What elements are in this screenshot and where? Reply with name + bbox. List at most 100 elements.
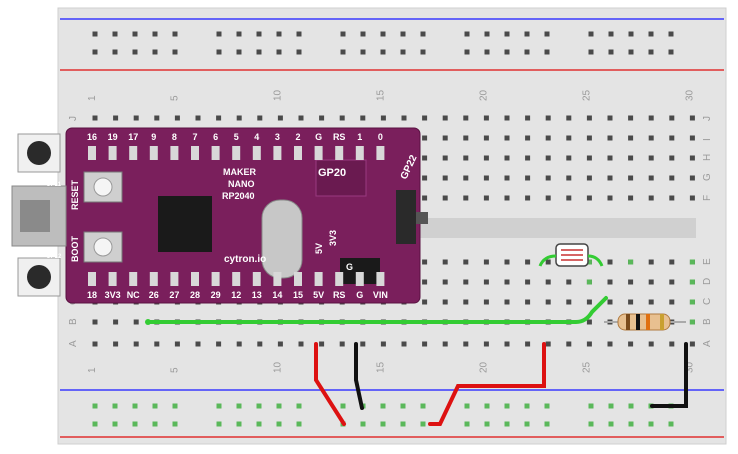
breadboard-hole — [442, 135, 448, 141]
row-letter: C — [702, 298, 713, 305]
connected-hole — [689, 319, 695, 325]
breadboard-hole — [463, 341, 469, 347]
green-wire — [146, 296, 608, 324]
pin-label: 29 — [211, 290, 221, 300]
breadboard-hole — [525, 259, 531, 265]
breadboard-hole — [195, 115, 201, 121]
breadboard-hole — [545, 115, 551, 121]
rail-hole — [524, 403, 530, 409]
slide-switch[interactable] — [396, 190, 416, 244]
row-letter: I — [702, 138, 713, 141]
breadboard-hole — [586, 319, 592, 325]
breadboard-hole — [133, 341, 139, 347]
breadboard-hole — [669, 279, 675, 285]
rail-hole — [628, 403, 634, 409]
row-letter: F — [702, 195, 713, 201]
breadboard-hole — [442, 195, 448, 201]
breadboard-hole — [566, 135, 572, 141]
wire-end-dot — [145, 319, 151, 325]
breadboard-hole — [525, 155, 531, 161]
breadboard-hole — [422, 195, 428, 201]
gp12-label: GP12 — [46, 254, 62, 260]
column-number: 5 — [169, 95, 180, 101]
header-pin — [232, 272, 241, 286]
rail-hole — [484, 31, 490, 37]
rail-hole — [628, 49, 634, 55]
row-letter: J — [68, 116, 79, 121]
breadboard-hole — [277, 115, 283, 121]
rail-hole — [648, 421, 654, 427]
breadboard-hole — [339, 115, 345, 121]
breadboard-hole — [669, 155, 675, 161]
pin-label: 28 — [190, 290, 200, 300]
black-wire-resistor — [650, 342, 688, 408]
rail-hole — [340, 49, 346, 55]
row-letter: B — [702, 318, 713, 325]
header-pin — [129, 272, 138, 286]
breadboard-hole — [689, 195, 695, 201]
header-pin — [191, 272, 199, 286]
rail-hole — [464, 49, 470, 55]
breadboard-hole — [360, 115, 366, 121]
breadboard-hole — [401, 115, 407, 121]
rail-hole — [152, 49, 158, 55]
breadboard-hole — [607, 155, 613, 161]
header-pin — [294, 146, 302, 160]
rail-hole — [276, 31, 282, 37]
rail-hole — [296, 403, 302, 409]
header-pin — [314, 272, 323, 286]
rail-hole — [112, 403, 118, 409]
connected-hole — [586, 259, 592, 265]
breadboard-hole — [525, 279, 531, 285]
row-letter: A — [702, 340, 713, 347]
pin-label: 7 — [192, 132, 197, 142]
header-pin — [355, 146, 364, 160]
breadboard-hole — [545, 195, 551, 201]
rail-hole — [524, 49, 530, 55]
breadboard-hole — [566, 299, 572, 305]
header-pin — [273, 272, 282, 286]
breadboard-hole — [442, 155, 448, 161]
pin-label: G — [315, 132, 322, 142]
board-brand: cytron.io — [224, 254, 266, 265]
rail-hole — [608, 403, 614, 409]
rail-hole — [296, 421, 302, 427]
connected-hole — [689, 279, 695, 285]
header-pin — [108, 272, 117, 286]
breadboard-hole — [483, 155, 489, 161]
header-pin — [88, 146, 96, 160]
rail-hole — [360, 421, 366, 427]
rail-hole — [464, 31, 470, 37]
buzzer-pad — [315, 159, 367, 197]
breadboard-hole — [92, 115, 98, 121]
rail-hole — [400, 403, 406, 409]
crystal — [261, 199, 303, 279]
pin-label: 2 — [295, 132, 300, 142]
rail-hole — [588, 31, 594, 37]
breadboard-hole — [463, 155, 469, 161]
breadboard-hole — [525, 115, 531, 121]
board-name-line2: NANO — [228, 179, 255, 189]
breadboard-hole — [648, 279, 654, 285]
breadboard-hole — [463, 299, 469, 305]
rail-hole — [132, 403, 138, 409]
pin-label: 3V3 — [105, 290, 121, 300]
pin-label: 13 — [252, 290, 262, 300]
rail-hole — [216, 403, 222, 409]
rail-hole — [256, 403, 262, 409]
breadboard-hole — [422, 115, 428, 121]
rail-hole — [256, 49, 262, 55]
breadboard-hole — [648, 175, 654, 181]
breadboard-hole — [504, 195, 510, 201]
breadboard-hole — [586, 195, 592, 201]
top-pin-header — [88, 146, 385, 160]
pin-label: VIN — [373, 290, 388, 300]
breadboard-hole — [545, 299, 551, 305]
breadboard-hole — [669, 115, 675, 121]
breadboard-hole — [257, 341, 263, 347]
breadboard-hole — [298, 341, 304, 347]
row-letter: G — [702, 173, 713, 181]
rail-hole — [668, 49, 674, 55]
column-number: 5 — [169, 367, 180, 373]
header-pin — [376, 146, 385, 160]
